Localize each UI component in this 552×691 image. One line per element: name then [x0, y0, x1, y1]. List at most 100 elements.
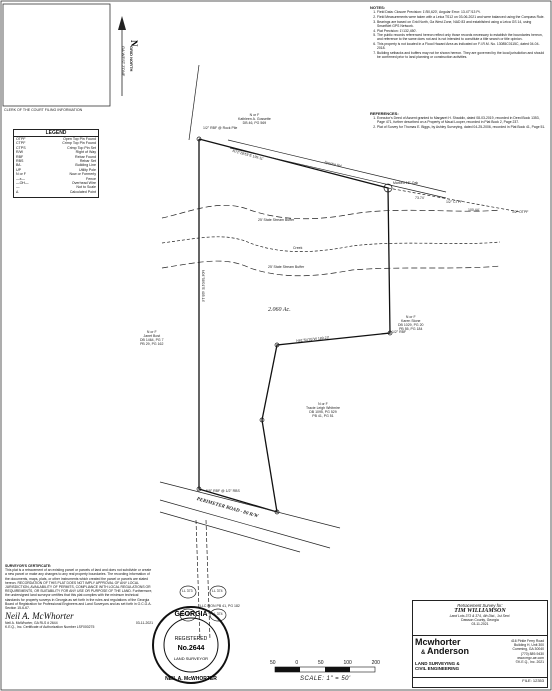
creek-label: Creek: [293, 246, 303, 250]
buffer-top-label: 25' State Stream Buffer: [258, 218, 295, 222]
title-date: 03-11-2021: [471, 622, 489, 627]
svg-text:NEIL A. McWHORTER: NEIL A. McWHORTER: [165, 676, 217, 682]
note-item: Field Measurements were taken with a Lei…: [377, 15, 546, 19]
legend-meaning: Crimp Top Pin Set: [67, 145, 96, 150]
legend-abbr: —: [16, 185, 20, 190]
north-arrow-icon: N: [118, 16, 139, 96]
legend-abbr: RBS: [16, 159, 24, 164]
legend-abbr: CTPS: [16, 145, 26, 150]
scale-tick: 50: [318, 660, 324, 666]
land-lot-label: LL 373: [182, 589, 193, 593]
firm-address: 416 Pirkle Ferry Road Building H, Unit 3…: [511, 639, 544, 665]
title-location: Land Lots 373 & 374, 4th Dist., 1st Sect…: [449, 614, 511, 618]
legend-abbr: R/W: [16, 150, 23, 155]
certificate-signer: Neil A. McWhorter, GA RLS # 2644: [5, 621, 58, 626]
legend-row: CTPF Crimp Top Pin Found: [14, 141, 98, 145]
legend-row: — Not to Scale: [14, 185, 98, 189]
note-item: Field Data: Closure Precision: 1'/50,620…: [377, 10, 546, 14]
surveyor-signature: Neil A. McWhorter: [5, 611, 74, 622]
pin-sw-label: 5/8" RBF @ 1/2" RBS: [206, 489, 240, 493]
legend-abbr: —x—: [16, 176, 25, 181]
note-item: The public records referenced hereon ref…: [377, 33, 546, 41]
legend-row: RBF Rebar Found: [14, 155, 98, 159]
legend-meaning: Now or Formerly: [69, 172, 96, 177]
legend-meaning: Rebar Set: [79, 159, 96, 164]
legend-meaning: Building Line: [75, 163, 96, 168]
property-boundary: [198, 138, 391, 513]
certificate-title: SURVEYOR'S CERTIFICATE:: [5, 564, 52, 568]
firm-name-1: Mcwhorter: [415, 637, 461, 647]
certificate-date: 03-11-2021: [135, 621, 153, 626]
references-title: REFERENCES:: [370, 111, 399, 116]
land-lot-label: LL 374: [212, 612, 223, 616]
pin-nw-label: 1/2" RBF @ Rock Pile: [203, 126, 238, 130]
scale-ticks: 50 0 50 100 200: [270, 660, 380, 666]
firm-name-2: Anderson: [427, 646, 470, 656]
file-number: FILE: 12353: [522, 678, 544, 683]
legend-abbr: —OH—: [16, 181, 29, 186]
legend-row: N or F Now or Formerly: [14, 172, 98, 176]
svg-text:LAND SURVEYOR: LAND SURVEYOR: [174, 656, 208, 661]
scale-tick: 0: [295, 660, 299, 666]
notes-block: NOTES: Field Data: Closure Precision: 1'…: [370, 5, 546, 60]
legend-meaning: Not to Scale: [76, 185, 96, 190]
land-lot-label: LL 373: [182, 612, 193, 616]
legend-abbr: OTPF: [16, 137, 26, 141]
legend-abbr: UP: [16, 167, 21, 172]
reference-item: Executor's Deed of Assent granted to Mar…: [377, 116, 546, 124]
legend-meaning: Open Top Pin Found: [63, 137, 96, 141]
title-block: Retracement Survey for: TIM WILLIAMSON L…: [412, 600, 548, 688]
legend-abbr: RBF: [16, 154, 24, 159]
svg-text:No.2644: No.2644: [178, 645, 205, 652]
legend-row: —x—Fence: [14, 177, 98, 181]
legend-abbr: N or F: [16, 172, 26, 177]
surveyor-seal-icon: GEORGIA REGISTERED No.2644 LAND SURVEYOR…: [152, 606, 230, 684]
scale-tick: 50: [270, 660, 276, 666]
note-item: Plat Precision: 1'/132,450'.: [377, 29, 546, 33]
legend-row: CTPS Crimp Top Pin Set: [14, 146, 98, 150]
pin-e-label: 1/2" CTPF: [446, 200, 463, 204]
firm-logo: Mcwhorter & Anderson LAND SURVEYING & CI…: [415, 637, 491, 672]
firm-sub-1: LAND SURVEYING &: [415, 661, 460, 666]
reference-item: Plat of Survey for Thomas E. Biggs, by A…: [377, 125, 546, 129]
clerk-filing-box: [2, 3, 111, 107]
svg-text:REGISTERED: REGISTERED: [175, 636, 208, 642]
land-lot-label: LL 374: [212, 589, 223, 593]
legend-abbr: Δ: [16, 189, 19, 194]
legend-row: —OH— Overhead Wire: [14, 181, 98, 185]
pin-ne-label: Marked 16" Oak: [393, 181, 419, 185]
svg-text:N: N: [129, 40, 139, 47]
note-item: Building setbacks and buffers may not be…: [377, 51, 546, 59]
distance-ne: 73.74': [415, 196, 425, 200]
survey-pins: [196, 136, 393, 515]
scale-bar-graphic: [274, 666, 376, 673]
land-lot-corner-label: LLC MON PB 41, PG 182: [200, 604, 240, 608]
references-block: REFERENCES: Executor's Deed of Assent gr…: [370, 111, 546, 130]
clerk-filing-label: CLERK OF THE COURT FILING INFORMATION: [4, 108, 83, 112]
call-west: N04°58'01"E 405.14': [201, 270, 205, 303]
stream-buffers: [161, 204, 501, 277]
firm-sub-2: CIVIL ENGINEERING: [415, 666, 460, 671]
road-lines: [159, 64, 521, 641]
legend-row: UP Utility Pole: [14, 168, 98, 172]
legend-title: LEGEND: [14, 130, 98, 137]
legend-meaning: Overhead Wire: [71, 181, 96, 186]
certificate-company: K.E.Q., Inc. Certificate of Authorizatio…: [5, 625, 95, 630]
legend-meaning: Rebar Found: [75, 154, 96, 159]
svg-text:GEORGIA: GEORGIA: [174, 611, 207, 618]
legend-abbr: CTPF: [16, 141, 26, 146]
area-label: 2.060 Ac.: [268, 307, 291, 313]
pin-far-e-label: 1/2" OTPF: [512, 210, 529, 214]
land-lot-markers: [179, 585, 227, 622]
legend-meaning: Utility Pole: [79, 167, 96, 172]
legend-row: OTPF Open Top Pin Found: [14, 137, 98, 141]
legend-meaning: Crimp Top Pin Found: [62, 141, 96, 146]
legend-row: RBS Rebar Set: [14, 159, 98, 163]
